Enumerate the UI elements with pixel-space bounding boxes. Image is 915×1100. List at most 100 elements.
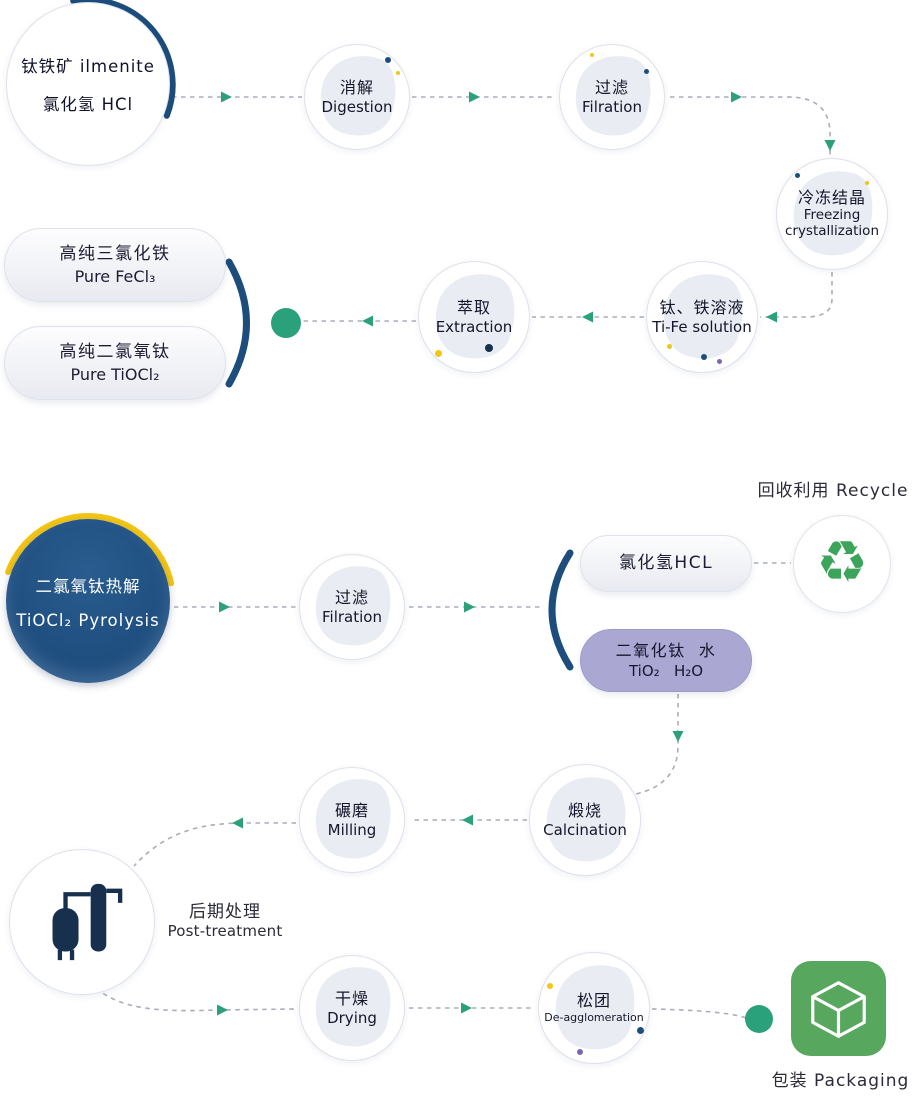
deagglomeration-label-zh: 松团 — [576, 991, 611, 1011]
digestion-label-en: Digestion — [321, 97, 393, 116]
decor-dot — [865, 181, 869, 185]
connector-deagglomeration-packaging — [651, 1008, 747, 1019]
arrow-icon — [464, 601, 475, 613]
calcination-label-en: Calcination — [543, 820, 627, 839]
node-recycle: ♻ — [793, 515, 891, 613]
ti-fe-label-en: Ti-Fe solution — [652, 317, 752, 336]
node-source-materials: 钛铁矿 ilmenite 氯化氢 HCl — [6, 2, 170, 166]
arrow-icon — [469, 91, 480, 103]
node-milling: 碾磨 Milling — [299, 767, 405, 873]
arrow-icon — [824, 140, 836, 151]
connector-milling-posttreatment — [133, 822, 296, 867]
decor-dot — [717, 359, 722, 364]
decor-dot — [795, 173, 800, 178]
pill-tio2-water: 二氧化钛 水 TiO₂ H₂O — [580, 629, 752, 692]
filtration-top-label-zh: 过滤 — [594, 77, 629, 97]
pyrolysis-label-zh: 二氯氧钛热解 — [35, 576, 141, 596]
arrowheads — [217, 91, 836, 1016]
decor-dot — [577, 1049, 583, 1055]
freezing-label-zh: 冷冻结晶 — [797, 188, 866, 208]
node-deagglomeration: 松团 De-agglomeration — [538, 952, 650, 1064]
arrow-icon — [219, 601, 230, 613]
products-merge-dot — [271, 308, 301, 338]
connector-filtration-freezing — [670, 96, 831, 156]
split-bracket — [548, 549, 574, 671]
equipment-icon — [52, 883, 123, 961]
arrow-icon — [766, 311, 777, 323]
decor-dot — [396, 71, 400, 75]
decor-dot — [435, 350, 442, 357]
tio2-pill-label-zh: 二氧化钛 水 — [615, 640, 717, 660]
decor-dot — [590, 53, 594, 57]
fecl3-label-en: Pure FeCl₃ — [74, 266, 156, 286]
tiocl2-label-zh: 高纯二氯氧钛 — [59, 341, 171, 362]
tio2-pill-label-en: TiO₂ H₂O — [628, 662, 704, 681]
freezing-label-en1: Freezing — [803, 207, 861, 224]
arrow-icon — [672, 731, 684, 742]
node-extraction: 萃取 Extraction — [418, 261, 530, 373]
decor-dot — [701, 354, 707, 360]
digestion-label-zh: 消解 — [339, 77, 374, 97]
arrow-icon — [221, 91, 232, 103]
filtration-top-label-en: Filration — [582, 97, 642, 116]
decor-dot — [644, 69, 649, 74]
pyrolysis-label-en: TiOCl₂ Pyrolysis — [16, 610, 160, 630]
arrow-icon — [217, 1004, 228, 1016]
decor-dot — [385, 57, 391, 63]
hcl-pill-label: 氯化氢HCL — [618, 553, 714, 574]
arrow-icon — [582, 311, 593, 323]
recycle-icon: ♻ — [816, 528, 868, 596]
extraction-label-zh: 萃取 — [456, 297, 491, 317]
arrow-icon — [462, 814, 473, 826]
decor-dot — [667, 344, 672, 349]
fecl3-label-zh: 高纯三氯化铁 — [59, 243, 171, 264]
ti-fe-label-zh: 钛、铁溶液 — [659, 297, 745, 317]
calcination-label-zh: 煅烧 — [567, 800, 602, 820]
node-tiocl2-pyrolysis: 二氯氧钛热解 TiOCl₂ Pyrolysis — [6, 519, 170, 683]
connector-tio2-calcination — [635, 694, 679, 795]
milling-label-en: Milling — [327, 820, 377, 839]
pill-hcl: 氯化氢HCL — [580, 535, 752, 592]
node-post-treatment — [9, 849, 155, 995]
filtration-mid-label-en: Filration — [322, 607, 382, 626]
filtration-mid-label-zh: 过滤 — [334, 587, 369, 607]
products-bracket — [225, 258, 250, 388]
pill-pure-fecl3: 高纯三氯化铁 Pure FeCl₃ — [4, 228, 226, 302]
decor-dot — [637, 1027, 644, 1034]
decor-dot — [547, 983, 553, 989]
source-circle-arc — [70, 0, 176, 119]
pyrolysis-circle-arc — [5, 513, 175, 587]
node-calcination: 煅烧 Calcination — [529, 764, 641, 876]
connector-posttreatment-drying — [95, 987, 297, 1012]
packaging-icon-wrap — [791, 961, 886, 1060]
packaging-label: 包装 Packaging — [771, 1071, 910, 1091]
decor-dot — [485, 344, 493, 352]
node-freezing-crystallization: 冷冻结晶 Freezing crystallization — [776, 158, 888, 270]
pill-pure-tiocl2: 高纯二氯氧钛 Pure TiOCl₂ — [4, 326, 226, 400]
recycle-label: 回收利用 Recycle — [757, 481, 909, 501]
node-ti-fe-solution: 钛、铁溶液 Ti-Fe solution — [646, 261, 758, 373]
source-line-ilmenite: 钛铁矿 ilmenite — [21, 57, 155, 76]
source-line-hcl: 氯化氢 HCl — [42, 95, 134, 114]
extraction-label-en: Extraction — [435, 317, 513, 336]
drying-label-zh: 干燥 — [334, 988, 369, 1008]
tiocl2-label-en: Pure TiOCl₂ — [70, 364, 160, 384]
node-digestion: 消解 Digestion — [304, 44, 410, 150]
post-treatment-label: 后期处理 Post-treatment — [160, 897, 290, 940]
freezing-label-en2: crystallization — [784, 223, 880, 239]
arrow-icon — [731, 91, 742, 103]
node-filtration-mid: 过滤 Filration — [299, 554, 405, 660]
node-filtration-top: 过滤 Filration — [559, 44, 665, 150]
drying-label-en: Drying — [327, 1008, 377, 1027]
arrow-icon — [362, 315, 373, 327]
deagglomeration-label-en: De-agglomeration — [544, 1011, 644, 1025]
packaging-end-dot — [745, 1005, 773, 1033]
post-treatment-label-zh: 后期处理 — [189, 902, 261, 922]
dashed-connectors — [95, 96, 833, 1019]
milling-label-zh: 碾磨 — [334, 800, 369, 820]
connector-freezing-tife — [760, 272, 833, 318]
arrow-icon — [461, 1002, 472, 1014]
node-drying: 干燥 Drying — [299, 955, 405, 1061]
